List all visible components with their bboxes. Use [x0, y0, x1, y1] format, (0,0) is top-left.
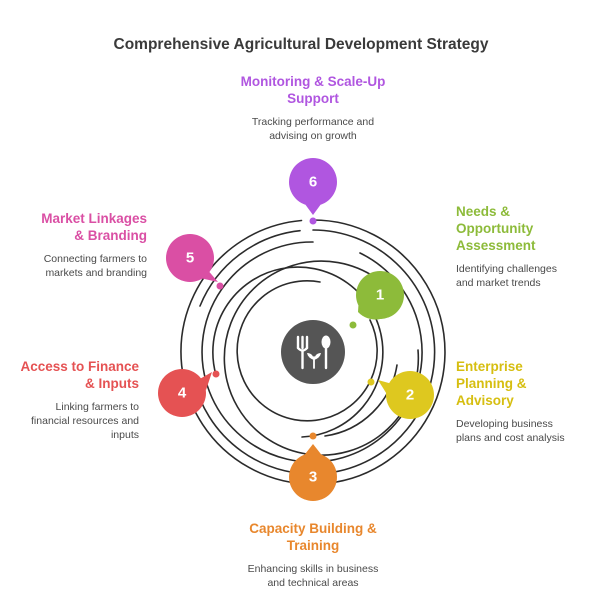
diagram-title: Comprehensive Agricultural Development S…: [113, 36, 489, 53]
connector-dot-6: [309, 217, 317, 225]
step-number-3: 3: [309, 469, 317, 486]
step-badge-6: 6: [289, 158, 337, 215]
ring-arc: [199, 229, 301, 307]
step-number-5: 5: [186, 250, 194, 267]
step-4-title: Access to Finance& Inputs: [20, 359, 139, 391]
step-number-6: 6: [309, 174, 317, 191]
step-number-1: 1: [376, 287, 384, 304]
step-number-2: 2: [406, 387, 414, 404]
step-3-block: Capacity Building &Training Enhancing sk…: [201, 520, 425, 590]
step-5-title: Market Linkages& Branding: [41, 211, 147, 243]
connector-dot-3: [309, 432, 317, 440]
ring-arc: [201, 241, 423, 463]
step-badge-4: 4: [158, 369, 212, 417]
connector-dot-2: [367, 378, 375, 386]
step-3-title: Capacity Building &Training: [249, 521, 377, 553]
step-number-4: 4: [178, 385, 187, 402]
connector-dot-1: [349, 321, 357, 329]
step-badge-2: 2: [378, 371, 434, 419]
step-badge-1: 1: [356, 271, 404, 320]
ring-arc: [212, 266, 384, 438]
step-badge-3: 3: [289, 444, 337, 501]
connector-dot-5: [216, 282, 224, 290]
connector-dot-4: [212, 370, 220, 378]
ring-arc: [192, 229, 436, 475]
fork-and-sprout-icon: [296, 335, 331, 370]
ring-arc: [223, 260, 420, 456]
ring-arc: [236, 280, 378, 422]
step-4-block: Access to Finance& Inputs Linking farmer…: [10, 358, 139, 442]
ring-arc: [324, 364, 398, 437]
center-hub: [281, 320, 345, 384]
step-5-block: Market Linkages& Branding Connecting far…: [20, 210, 147, 280]
step-badge-5: 5: [166, 234, 218, 282]
